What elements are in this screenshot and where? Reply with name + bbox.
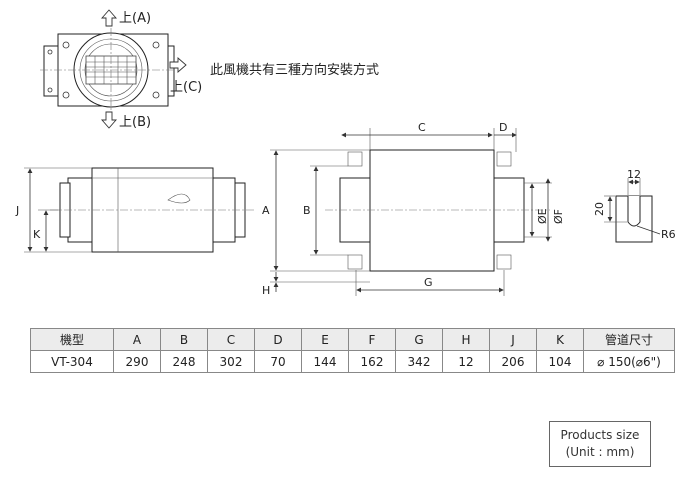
dim-label-j: J: [15, 204, 19, 217]
table-cell: 70: [254, 350, 302, 373]
label-up-a: 上(A): [119, 11, 151, 26]
table-header: G: [395, 328, 443, 351]
table-header: J: [489, 328, 537, 351]
label-down-b: 上(B): [119, 115, 151, 130]
orientation-view: 上(A) 上(C) 上(B) 此風機共有三種方向安裝方式: [40, 9, 379, 130]
dim-label-h: H: [262, 284, 270, 297]
arrow-down-icon: [101, 111, 117, 129]
slot-width-label: 12: [627, 168, 641, 181]
table-header: A: [113, 328, 161, 351]
table-header: K: [536, 328, 584, 351]
dim-label-e: ØE: [536, 208, 549, 224]
table-cell: 248: [160, 350, 208, 373]
arrow-up-icon: [101, 9, 117, 27]
unit-note-line1: Products size: [560, 428, 640, 442]
table-header: B: [160, 328, 208, 351]
dim-label-c: C: [418, 121, 426, 134]
arrow-right-icon: [169, 57, 187, 73]
slot-radius-label: R6: [661, 228, 676, 241]
table-cell: 290: [113, 350, 161, 373]
table-row: VT-304 290 248 302 70 144 162 342 12 206…: [30, 350, 675, 373]
table-cell: 144: [301, 350, 349, 373]
unit-note-box: Products size (Unit : mm): [549, 421, 651, 467]
table-cell: 206: [489, 350, 537, 373]
table-cell: 342: [395, 350, 443, 373]
table-cell: ⌀ 150(⌀6"): [583, 350, 675, 373]
table-header: 管道尺寸: [583, 328, 675, 351]
side-view: J K: [15, 167, 255, 253]
unit-note-line2: (Unit : mm): [565, 445, 635, 459]
dim-label-d: D: [499, 121, 507, 134]
slot-depth-label: 20: [593, 202, 606, 216]
table-cell: 162: [348, 350, 396, 373]
dim-label-b: B: [303, 204, 311, 217]
table-cell: 104: [536, 350, 584, 373]
table-cell: VT-304: [30, 350, 114, 373]
table-header: H: [442, 328, 490, 351]
table-header: 機型: [30, 328, 114, 351]
table-header-row: 機型 A B C D E F G H J K 管道尺寸: [30, 328, 675, 351]
table-header: C: [207, 328, 255, 351]
label-side-c: 上(C): [170, 80, 202, 95]
table-header: E: [301, 328, 349, 351]
front-view: C D A B ØE ØF H G: [262, 121, 565, 297]
table-header: D: [254, 328, 302, 351]
dim-label-a: A: [262, 204, 270, 217]
dim-label-g: G: [424, 276, 433, 289]
table-header: F: [348, 328, 396, 351]
table-cell: 12: [442, 350, 490, 373]
spec-table: 機型 A B C D E F G H J K 管道尺寸 VT-304 290 2…: [30, 328, 675, 373]
slot-detail: 12 20 R6: [593, 168, 676, 243]
dim-label-k: K: [33, 228, 41, 241]
dim-label-f: ØF: [552, 209, 565, 224]
technical-drawing: 上(A) 上(C) 上(B) 此風機共有三種方向安裝方式 J K: [15, 9, 676, 297]
installation-caption: 此風機共有三種方向安裝方式: [210, 62, 379, 78]
table-cell: 302: [207, 350, 255, 373]
